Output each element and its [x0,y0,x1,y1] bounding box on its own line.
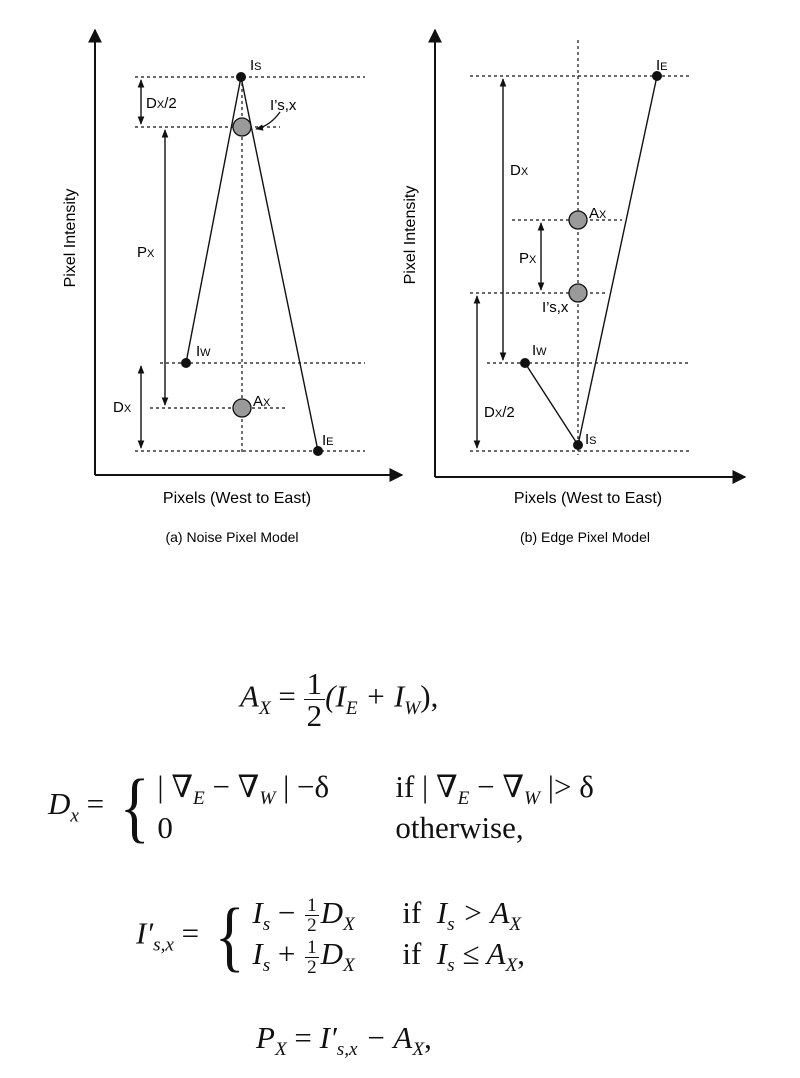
panel-b-label-is: IS [585,431,597,448]
panel-a-is-prime-pointer [255,111,281,131]
panel-b-x-axis-label: Pixels (West to East) [514,490,662,507]
panel-a-label-ax: AX [253,393,271,410]
panel-b-caption: (b) Edge Pixel Model [520,529,650,545]
panel-a-y-axis-label: Pixel Intensity [62,189,79,288]
panel-b-line-iw-is [524,362,579,446]
panel-b-line-is-ie [577,75,658,446]
panel-a-guide-lines [135,76,365,455]
panel-b-label-px: PX [519,250,537,267]
panel-b-point-ax [568,210,588,230]
panel-b-point-is [573,440,583,450]
panel-a-label-is-prime: I’s,x [270,97,297,114]
panel-a-point-ie [313,446,323,456]
panel-a-point-iw [181,358,191,368]
panel-b-label-dx-half: DX/2 [484,404,515,421]
panel-b-point-iw [520,358,530,368]
panel-b-label-dx: DX [510,162,529,179]
panel-a-x-axis-label: Pixels (West to East) [163,490,311,507]
panel-b-y-axis-label: Pixel Intensity [402,186,419,285]
panel-b-point-ie [652,71,662,81]
equation-dx-brace: { [119,763,150,850]
panel-b-label-ax: AX [589,205,607,222]
panel-a-line-is-ie [240,76,319,452]
panel-b-label-ie: IE [656,57,668,74]
panel-a-label-dx: DX [113,399,132,416]
panel-a-label-ie: IE [322,432,334,449]
panel-a-noise-model: IS I’s,x IW AX IE DX/2 PX DX Pixel Inten… [62,28,404,545]
panel-a-label-iw: IW [196,343,211,360]
pixel-model-figure: IS I’s,x IW AX IE DX/2 PX DX Pixel Inten… [62,28,747,545]
panel-b-edge-model: IE DX AX PX I’s,x IW DX/2 IS Pixel Inten… [402,28,747,545]
panel-b-label-iw: IW [532,342,547,359]
panel-b-label-is-prime: I’s,x [542,299,569,316]
panel-b-point-is-prime [568,283,588,303]
panel-b-guide-lines [470,40,690,455]
panel-a-caption: (a) Noise Pixel Model [165,529,298,545]
panel-a-label-px: PX [137,244,155,261]
panel-a-point-ax [232,398,252,418]
equation-px: PX = I′s,x − AX, [256,1020,432,1061]
panel-a-label-is: IS [250,57,262,74]
equation-is-prime-brace: { [214,892,245,980]
panel-a-point-is-prime [232,117,252,137]
panel-a-point-is [236,72,246,82]
panel-a-line-iw-is [185,76,242,364]
panel-a-label-dx-half: DX/2 [146,95,177,112]
